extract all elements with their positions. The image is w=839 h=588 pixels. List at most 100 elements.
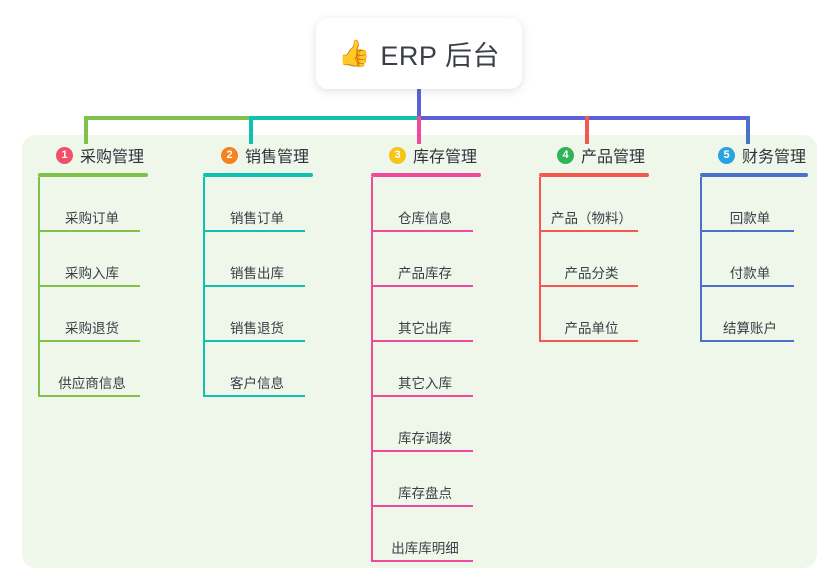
branch-item-label: 产品分类: [564, 266, 619, 281]
branch-item[interactable]: 付款单: [700, 232, 800, 287]
branch-column-4: 4 产品管理产品（物料） 产品分类产品单位: [539, 143, 649, 342]
branch-number-badge: 2: [221, 146, 238, 164]
branch-item[interactable]: 出库库明细: [371, 507, 479, 562]
branch-spine: [371, 177, 373, 562]
branch-item-label: 其它入库: [398, 376, 452, 391]
branch-item[interactable]: 产品库存: [371, 232, 479, 287]
branch-spine: [539, 177, 541, 342]
branch-item-underline: [539, 285, 638, 287]
branch-number-badge: 3: [389, 146, 406, 164]
branch-item[interactable]: 产品（物料）: [539, 177, 644, 232]
branch-number-badge: 1: [56, 146, 73, 164]
branch-item-underline: [203, 395, 305, 397]
branch-item-underline: [371, 395, 473, 397]
branch-item-label: 库存盘点: [398, 486, 452, 501]
branch-item[interactable]: 库存调拨: [371, 397, 479, 452]
branch-item-underline: [371, 505, 473, 507]
root-node-title: ERP 后台: [380, 41, 500, 71]
branch-item[interactable]: 其它出库: [371, 287, 479, 342]
branch-item[interactable]: 结算账户: [700, 287, 800, 342]
branch-item-underline: [700, 230, 794, 232]
branch-item-list: 仓库信息产品库存其它出库其它入库库存调拨库存盘点出库库明细: [371, 177, 479, 562]
branch-item-label: 采购订单: [65, 211, 119, 226]
branch-item-list: 回款单付款单结算账户: [700, 177, 800, 342]
branch-item-list: 采购订单采购入库采购退货供应商信息: [38, 177, 146, 397]
branch-item-list: 销售订单销售出库销售退货客户信息: [203, 177, 311, 397]
branch-item-label: 回款单: [729, 211, 771, 226]
branch-header-2[interactable]: 2 销售管理: [203, 143, 311, 167]
branch-item[interactable]: 其它入库: [371, 342, 479, 397]
branch-item[interactable]: 产品分类: [539, 232, 644, 287]
branch-header-1[interactable]: 1 采购管理: [38, 143, 146, 167]
branch-underline: [371, 173, 481, 177]
branch-item-label: 结算账户: [723, 321, 777, 336]
branch-item[interactable]: 采购退货: [38, 287, 146, 342]
branch-underline: [700, 173, 808, 177]
root-node[interactable]: 👍 ERP 后台: [316, 18, 522, 89]
branch-item-list: 产品（物料） 产品分类产品单位: [539, 177, 644, 342]
branch-item-label: 销售出库: [230, 266, 284, 281]
branch-item[interactable]: 销售订单: [203, 177, 311, 232]
branch-item-label: 销售退货: [230, 321, 284, 336]
branch-item-label: 其它出库: [398, 321, 452, 336]
branch-item-label: 产品（物料）: [551, 211, 632, 226]
branch-item-underline: [371, 450, 473, 452]
thumbs-up-icon: 👍: [338, 38, 371, 69]
branch-column-2: 2 销售管理销售订单销售出库销售退货客户信息: [203, 143, 313, 397]
branch-item-label: 产品单位: [564, 321, 619, 336]
branch-item[interactable]: 仓库信息: [371, 177, 479, 232]
branch-column-3: 3 库存管理仓库信息产品库存其它出库其它入库库存调拨库存盘点出库库明细: [371, 143, 481, 562]
branch-spine: [38, 177, 40, 397]
branch-item-underline: [371, 560, 473, 562]
branch-header-3[interactable]: 3 库存管理: [371, 143, 479, 167]
branch-item[interactable]: 采购入库: [38, 232, 146, 287]
branch-item-label: 付款单: [729, 266, 771, 281]
branch-number-badge: 5: [718, 146, 735, 164]
branch-spine: [203, 177, 205, 397]
branch-item-label: 供应商信息: [58, 376, 126, 391]
branch-title: 财务管理: [742, 149, 807, 166]
branch-item[interactable]: 销售退货: [203, 287, 311, 342]
branch-item-underline: [38, 340, 140, 342]
branch-item-underline: [203, 340, 305, 342]
branch-item[interactable]: 库存盘点: [371, 452, 479, 507]
branch-column-1: 1 采购管理采购订单采购入库采购退货供应商信息: [38, 143, 148, 397]
branch-item-label: 销售订单: [230, 211, 284, 226]
branch-item-underline: [371, 230, 473, 232]
branch-item[interactable]: 供应商信息: [38, 342, 146, 397]
branch-item-underline: [38, 395, 140, 397]
branch-item[interactable]: 采购订单: [38, 177, 146, 232]
branch-item-label: 采购入库: [65, 266, 119, 281]
branch-item-label: 采购退货: [65, 321, 119, 336]
branch-item-label: 产品库存: [398, 266, 452, 281]
branch-item-label: 仓库信息: [398, 211, 452, 226]
branch-item-underline: [371, 285, 473, 287]
branch-item[interactable]: 回款单: [700, 177, 800, 232]
branch-number-badge: 4: [557, 146, 574, 164]
branch-underline: [203, 173, 313, 177]
branch-item-label: 库存调拨: [398, 431, 452, 446]
branch-item-underline: [539, 340, 638, 342]
branch-title: 库存管理: [413, 149, 478, 166]
branch-spine: [700, 177, 702, 342]
diagram-panel: [22, 135, 817, 568]
branch-underline: [539, 173, 649, 177]
branch-title: 产品管理: [581, 149, 646, 166]
branch-header-5[interactable]: 5 财务管理: [700, 143, 806, 167]
branch-item[interactable]: 产品单位: [539, 287, 644, 342]
branch-item-underline: [203, 230, 305, 232]
branch-item[interactable]: 客户信息: [203, 342, 311, 397]
branch-header-4[interactable]: 4 产品管理: [539, 143, 646, 167]
branch-item[interactable]: 销售出库: [203, 232, 311, 287]
branch-item-underline: [38, 230, 140, 232]
branch-item-underline: [700, 285, 794, 287]
branch-item-underline: [371, 340, 473, 342]
branch-title: 销售管理: [245, 149, 310, 166]
branch-item-underline: [539, 230, 638, 232]
branch-item-underline: [700, 340, 794, 342]
branch-title: 采购管理: [80, 149, 145, 166]
branch-item-underline: [203, 285, 305, 287]
branch-item-underline: [38, 285, 140, 287]
branch-item-label: 出库库明细: [391, 541, 459, 556]
